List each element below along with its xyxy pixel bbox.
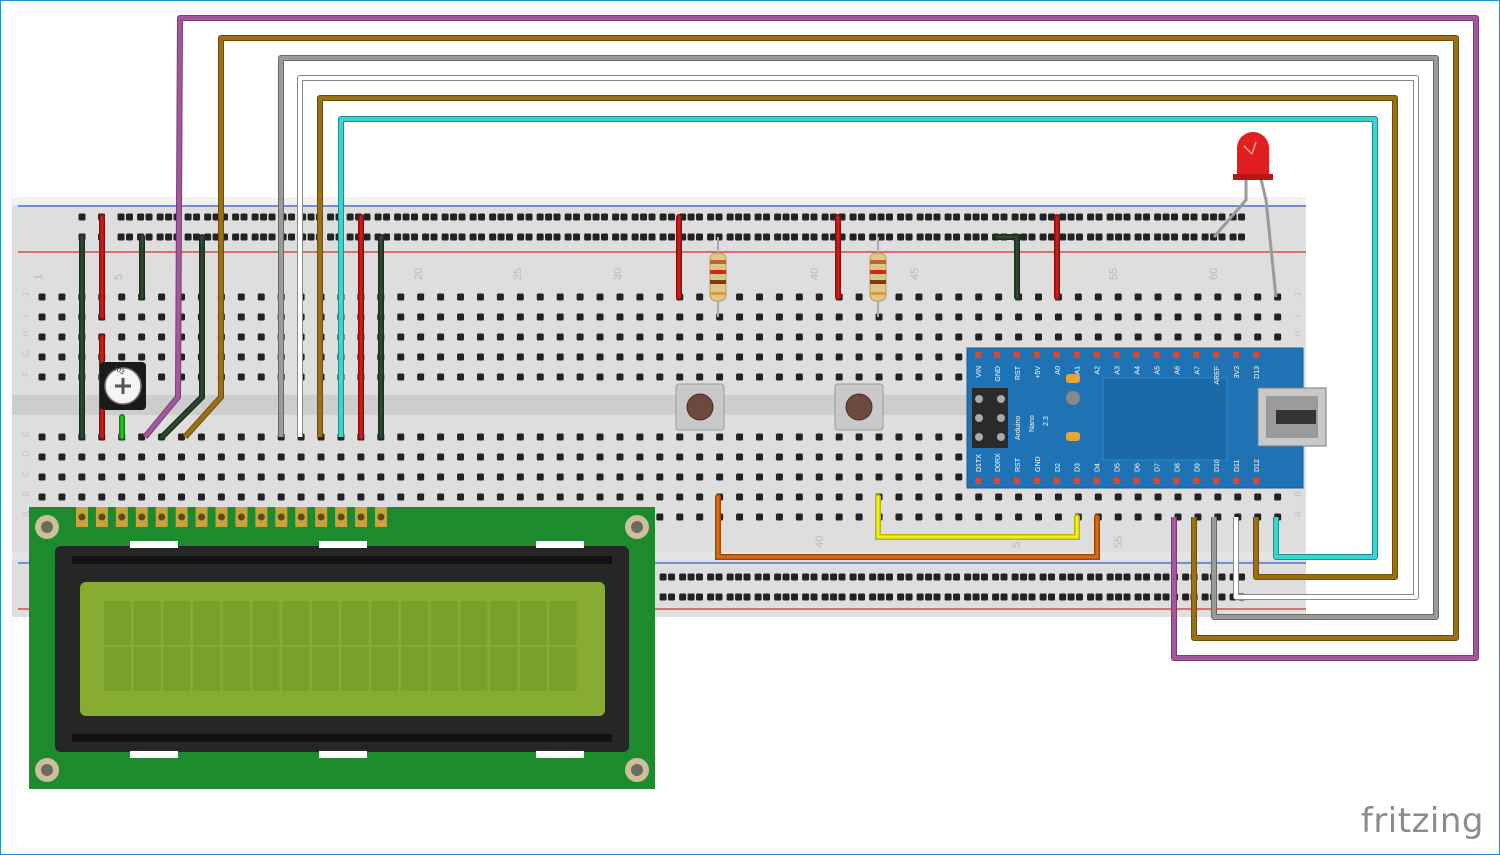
nano-pin-label: D2 [1055,463,1062,472]
column-number: 45 [909,268,921,280]
nano-pin-label: A4 [1135,366,1142,375]
nano-pin-label: D12 [1254,459,1261,472]
row-letter: B [21,491,31,497]
jumper-wires [79,214,1100,560]
nano-pin-label: D7 [1154,463,1161,472]
column-number: 60 [1208,268,1220,280]
nano-pin-label: +5V [1035,366,1042,379]
nano-pin-label: A0 [1055,366,1062,375]
nano-pin-label: D10 [1214,459,1221,472]
row-letter: C [21,470,31,477]
row-letter: E [21,431,31,437]
nano-pin-label: AREF [1214,366,1221,385]
nano-pin-label: D3 [1075,463,1082,472]
row-letter: A [21,511,31,517]
nano-pin-label: D4 [1095,463,1102,472]
fritzing-brand: fritzing [1360,801,1484,841]
nano-pin-label: A7 [1194,366,1201,375]
nano-pin-label: GND [995,366,1002,382]
row-letter: D [21,450,31,457]
arduino-nano: Arduino Nano 2.3 VIN GND RST +5V A0 A1 A2 A3 A4 A… [966,347,1327,489]
column-number: 25 [512,268,524,280]
row-letter: J [21,293,31,298]
potentiometer: 103 [100,362,146,410]
nano-pin-label: RST [1015,457,1022,472]
nano-pin-label: D11 [1234,460,1241,472]
nano-pin-label: D0RX [995,453,1002,472]
nano-pin-label: A2 [1095,366,1102,375]
led-red [1212,132,1278,298]
resistor-2 [869,237,887,317]
row-letter: G [21,350,31,357]
column-number: 30 [612,268,624,280]
nano-pin-label: D1TX [976,454,983,472]
row-letter: H [21,331,31,338]
nano-name-3: 2.3 [1043,416,1050,426]
nano-name-1: Arduino [1015,416,1022,440]
nano-pin-label: RST [1015,365,1022,380]
nano-pin-label: A5 [1154,366,1161,375]
row-letter: A [1293,511,1303,517]
nano-pin-label: A6 [1174,366,1181,375]
pot-label: 103 [112,365,126,377]
nano-pin-label: VIN [976,366,983,378]
column-number: 40 [814,536,826,548]
nano-pin-label: D5 [1115,463,1122,472]
push-button-2 [834,383,884,431]
nano-pin-label: 3V3 [1234,366,1241,379]
nano-name-2: Nano [1029,415,1036,432]
long-wires [142,15,1479,661]
row-letter: B [1293,491,1303,497]
column-number: 5 [113,274,125,280]
push-button-1 [675,383,725,431]
row-letter: J [1293,293,1303,298]
nano-pin-label: GND [1035,456,1042,472]
nano-pin-label: D9 [1194,463,1201,472]
column-number: 20 [413,268,425,280]
column-number: 5 [1011,542,1023,548]
column-number: 55 [1108,268,1120,280]
column-number: 40 [809,268,821,280]
column-number: 1 [33,274,45,280]
nano-pin-label: D8 [1174,463,1181,472]
resistor-1 [709,237,727,317]
column-number: 55 [1113,536,1125,548]
row-letter: F [21,371,31,377]
row-letter: I [21,314,31,317]
nano-pin-label: D13 [1254,366,1261,379]
nano-pin-label: D6 [1135,463,1142,472]
nano-pin-label: A3 [1115,366,1122,375]
row-letter: I [1293,314,1303,317]
lcd-module [29,507,655,789]
row-letter: H [1293,331,1303,338]
nano-pin-label: A1 [1075,366,1082,375]
